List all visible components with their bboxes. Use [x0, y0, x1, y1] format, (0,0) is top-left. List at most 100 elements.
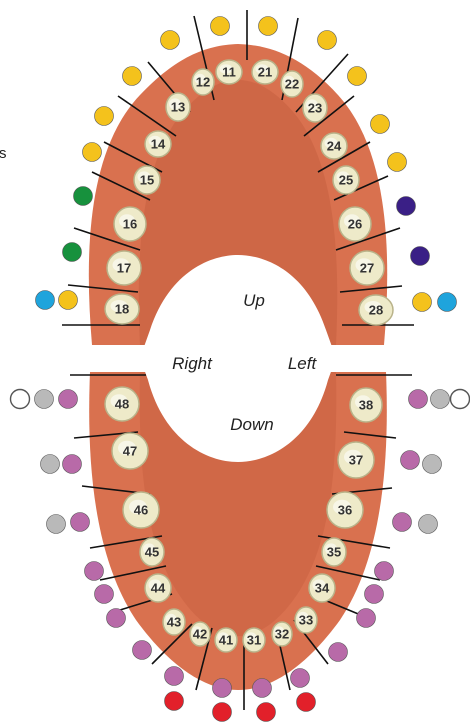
lower-marker-48-white: [11, 390, 30, 409]
upper-marker-28-blue: [438, 293, 457, 312]
lower-marker-42-red: [165, 692, 184, 711]
lower-tooth-37: 37: [338, 442, 374, 478]
upper-tooth-16: 16: [114, 207, 146, 241]
lower-tooth-44: 44: [145, 574, 171, 602]
lower-marker-48-purple: [59, 390, 78, 409]
upper-tooth-15: 15: [134, 166, 160, 194]
lower-marker-38-grey: [431, 390, 450, 409]
edge-text-fragment: s: [0, 145, 7, 162]
lower-tooth-34: 34: [309, 574, 335, 602]
lower-marker-43-purple: [133, 641, 152, 660]
lower-marker-32-purple: [291, 669, 310, 688]
lower-tooth-48: 48: [105, 387, 139, 421]
upper-tooth-12: 12: [192, 69, 214, 95]
tooth-number-35: 35: [327, 545, 341, 560]
upper-tooth-21: 21: [252, 60, 278, 84]
upper-tooth-27: 27: [350, 251, 384, 285]
tooth-number-17: 17: [117, 261, 131, 276]
lower-tooth-35: 35: [322, 538, 346, 566]
tooth-number-27: 27: [360, 261, 374, 276]
lower-marker-33-purple: [357, 609, 376, 628]
lower-marker-48-grey: [35, 390, 54, 409]
lower-tooth-33: 33: [295, 607, 317, 633]
lower-marker-47-purple: [63, 455, 82, 474]
lower-marker-38-white: [451, 390, 470, 409]
tooth-number-25: 25: [339, 173, 353, 188]
lower-tooth-43: 43: [163, 609, 185, 635]
upper-tooth-22: 22: [281, 71, 303, 97]
lower-marker-41-purple: [213, 679, 232, 698]
upper-marker-18-blue: [36, 291, 55, 310]
upper-marker-17-green: [63, 243, 82, 262]
upper-marker-15-yellow: [83, 143, 102, 162]
upper-tooth-18: 18: [105, 294, 139, 324]
upper-tooth-14: 14: [145, 131, 171, 157]
upper-tooth-17: 17: [107, 251, 141, 285]
tooth-number-21: 21: [258, 65, 272, 80]
lower-marker-44-purple: [95, 585, 114, 604]
upper-tooth-26: 26: [339, 207, 371, 241]
tooth-number-12: 12: [196, 75, 210, 90]
lower-marker-37-grey: [423, 455, 442, 474]
lower-marker-38-purple: [409, 390, 428, 409]
upper-tooth-28: 28: [359, 295, 393, 325]
tooth-number-26: 26: [348, 217, 362, 232]
tooth-number-22: 22: [285, 77, 299, 92]
upper-marker-16-green: [74, 187, 93, 206]
tooth-number-41: 41: [219, 633, 233, 648]
tooth-number-34: 34: [315, 581, 330, 596]
lower-marker-33-purple: [329, 643, 348, 662]
upper-tooth-24: 24: [321, 133, 347, 159]
tooth-number-24: 24: [327, 139, 342, 154]
lower-tooth-46: 46: [123, 492, 159, 528]
lower-tooth-41: 41: [215, 628, 237, 652]
tooth-number-43: 43: [167, 615, 181, 630]
tooth-number-13: 13: [171, 100, 185, 115]
upper-tooth-23: 23: [303, 94, 327, 122]
tooth-number-33: 33: [299, 613, 313, 628]
lower-marker-43-purple: [107, 609, 126, 628]
tooth-number-38: 38: [359, 398, 373, 413]
lower-marker-46-purple: [71, 513, 90, 532]
upper-marker-11-yellow: [211, 17, 230, 36]
tooth-number-18: 18: [115, 302, 129, 317]
upper-marker-18-yellow: [59, 291, 78, 310]
tooth-number-14: 14: [151, 137, 166, 152]
lower-tooth-45: 45: [140, 538, 164, 566]
lower-marker-42-purple: [165, 667, 184, 686]
lower-tooth-31: 31: [243, 628, 265, 652]
tooth-number-48: 48: [115, 397, 129, 412]
label-down: Down: [230, 415, 273, 434]
tooth-number-37: 37: [349, 453, 363, 468]
tooth-number-45: 45: [145, 545, 159, 560]
upper-marker-27-navy: [411, 247, 430, 266]
upper-marker-28-yellow: [413, 293, 432, 312]
tooth-number-36: 36: [338, 503, 352, 518]
lower-marker-46-grey: [47, 515, 66, 534]
lower-tooth-32: 32: [272, 622, 292, 646]
lower-marker-35-purple: [375, 562, 394, 581]
upper-marker-26-navy: [397, 197, 416, 216]
lower-tooth-36: 36: [327, 492, 363, 528]
label-up: Up: [243, 291, 265, 310]
tooth-number-47: 47: [123, 444, 137, 459]
upper-tooth-11: 11: [216, 60, 242, 84]
tooth-number-46: 46: [134, 503, 148, 518]
tooth-number-44: 44: [151, 581, 166, 596]
tooth-number-23: 23: [308, 101, 322, 116]
upper-marker-24-yellow: [371, 115, 390, 134]
tooth-number-28: 28: [369, 303, 383, 318]
lower-tooth-47: 47: [112, 433, 148, 469]
tooth-number-42: 42: [193, 627, 207, 642]
upper-marker-22-yellow: [318, 31, 337, 50]
tooth-number-32: 32: [275, 627, 289, 642]
lower-marker-31-red: [257, 703, 276, 722]
upper-marker-21-yellow: [259, 17, 278, 36]
label-left: Left: [288, 354, 318, 373]
tooth-number-11: 11: [222, 65, 236, 80]
tooth-number-31: 31: [247, 633, 261, 648]
lower-marker-47-grey: [41, 455, 60, 474]
upper-marker-13-yellow: [123, 67, 142, 86]
